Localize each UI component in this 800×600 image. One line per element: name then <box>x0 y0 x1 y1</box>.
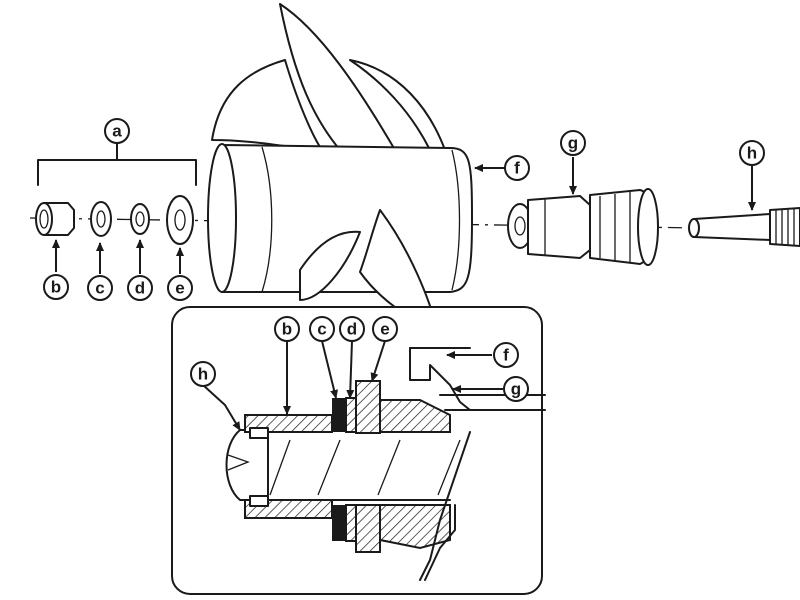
callout-d: d <box>127 275 153 301</box>
propeller-blade-lower-stub <box>299 230 361 301</box>
propeller-hub-rear-ring <box>451 149 461 291</box>
callout-e: e <box>167 275 193 301</box>
detail-arrow-d <box>346 340 355 399</box>
callout-g: g <box>560 130 586 156</box>
svg-text:a: a <box>112 122 122 141</box>
svg-text:f: f <box>503 346 509 365</box>
detail-washer-d-top <box>345 397 357 433</box>
svg-text:g: g <box>568 134 578 153</box>
callout-a: a <box>104 118 130 144</box>
svg-text:g: g <box>511 380 521 399</box>
prop-nut <box>35 202 75 236</box>
svg-text:b: b <box>282 320 292 339</box>
callout-c: c <box>87 275 113 301</box>
group-bracket-a <box>37 159 197 186</box>
svg-text:d: d <box>135 279 145 298</box>
detail-washer-c-bottom <box>332 505 345 541</box>
detail-washer-d-bottom <box>345 504 357 542</box>
detail-washer-c-top <box>332 398 345 432</box>
callout-f: f <box>504 155 530 181</box>
svg-text:c: c <box>95 279 104 298</box>
detail-arrow-c <box>321 340 338 399</box>
washer-c <box>90 201 112 237</box>
propeller-hub-ring <box>261 146 273 293</box>
washer-d <box>130 203 150 235</box>
propeller-hub-front-face <box>207 143 237 293</box>
svg-text:d: d <box>347 320 357 339</box>
detail-sleeve-top <box>379 399 451 433</box>
propeller <box>207 3 473 331</box>
callout-b: b <box>43 274 69 300</box>
detail-callout-h: h <box>190 361 216 387</box>
detail-cross-section <box>225 347 546 581</box>
svg-text:h: h <box>747 144 757 163</box>
drive-sleeve <box>507 188 659 266</box>
detail-callout-f: f <box>493 342 519 368</box>
washer-e <box>166 195 194 245</box>
propshaft <box>688 207 800 247</box>
svg-text:h: h <box>198 365 208 384</box>
detail-washer-e-top <box>355 380 381 434</box>
detail-arrow-h <box>202 384 241 431</box>
callout-h: h <box>739 140 765 166</box>
detail-callout-e: e <box>372 316 398 342</box>
detail-sleeve-bottom <box>379 504 451 550</box>
detail-arrow-e <box>370 340 386 382</box>
detail-callout-b: b <box>274 316 300 342</box>
svg-text:e: e <box>175 279 184 298</box>
svg-text:b: b <box>51 278 61 297</box>
svg-text:c: c <box>317 320 326 339</box>
detail-callout-g: g <box>503 376 529 402</box>
detail-callout-d: d <box>339 316 365 342</box>
svg-text:f: f <box>514 159 520 178</box>
detail-callout-c: c <box>309 316 335 342</box>
detail-shaft-end <box>225 429 269 501</box>
detail-washer-e-bottom <box>355 504 381 553</box>
svg-text:e: e <box>380 320 389 339</box>
